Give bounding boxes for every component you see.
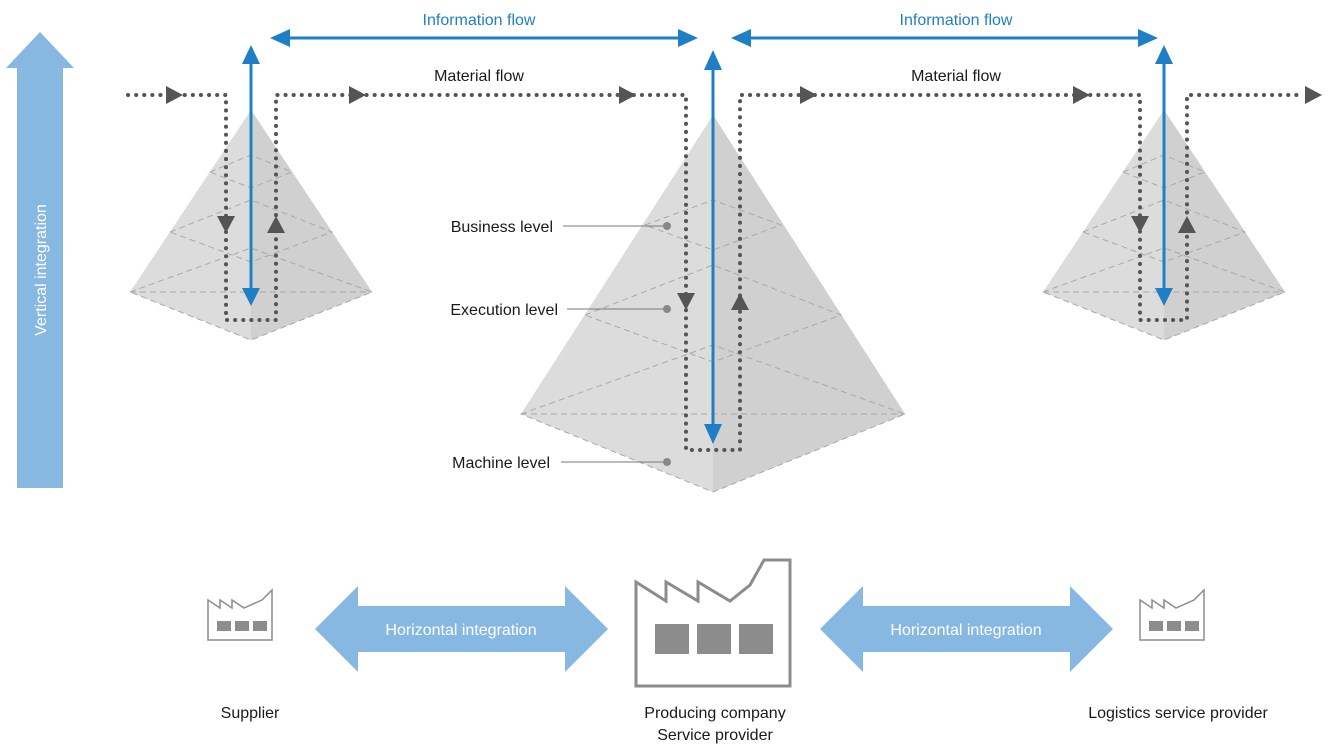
material-flow-label-right: Material flow <box>911 68 1001 85</box>
service-provider-label: Service provider <box>657 727 773 744</box>
triangle-arrow-icon <box>1131 216 1149 233</box>
vertical-information-flow-arrows <box>242 45 1173 444</box>
producing-company-label: Producing company <box>644 705 785 722</box>
material-flow-label-left: Material flow <box>434 68 524 85</box>
triangle-arrow-icon <box>166 86 183 104</box>
triangle-arrow-icon <box>1305 86 1322 104</box>
business-level-callout: Business level <box>451 219 671 236</box>
information-flow-label-right: Information flow <box>900 12 1013 29</box>
business-level-label: Business level <box>451 219 553 236</box>
machine-level-callout: Machine level <box>452 455 671 472</box>
factory-icon <box>207 588 273 641</box>
triangle-arrow-icon <box>619 86 636 104</box>
horizontal-integration-label-right: Horizontal integration <box>890 622 1041 639</box>
triangle-arrow-icon <box>267 216 285 233</box>
factory-icon <box>1139 588 1205 641</box>
horizontal-information-flow-arrows <box>270 29 1158 47</box>
triangle-arrow-icon <box>800 86 817 104</box>
horizontal-integration-label-left: Horizontal integration <box>385 622 536 639</box>
triangle-arrow-icon <box>1073 86 1090 104</box>
triangle-arrow-icon <box>217 216 235 233</box>
vertical-integration-label: Vertical integration <box>33 204 50 336</box>
vertical-integration-arrow: Vertical integration <box>6 32 74 488</box>
logistics-service-provider-label: Logistics service provider <box>1088 705 1268 722</box>
triangle-arrow-icon <box>1178 216 1196 233</box>
machine-level-label: Machine level <box>452 455 550 472</box>
factory-icon <box>634 558 792 688</box>
execution-level-callout: Execution level <box>450 302 671 319</box>
information-flow-label-left: Information flow <box>423 12 536 29</box>
triangle-arrow-icon <box>349 86 366 104</box>
horizontal-integration-arrow-right: Horizontal integration <box>820 586 1113 672</box>
material-flow-arrowheads <box>166 86 1322 310</box>
horizontal-integration-arrow-left: Horizontal integration <box>315 586 608 672</box>
supplier-label: Supplier <box>221 705 280 722</box>
triangle-arrow-icon <box>731 293 749 310</box>
execution-level-label: Execution level <box>450 302 558 319</box>
triangle-arrow-icon <box>677 293 695 310</box>
material-flow-path <box>126 93 1302 452</box>
